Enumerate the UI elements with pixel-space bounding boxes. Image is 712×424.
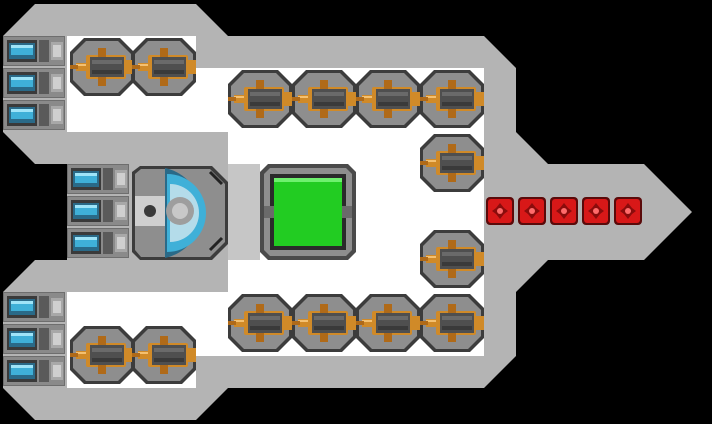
core-module-icon[interactable] [260,164,356,260]
hangar-dome-icon[interactable] [132,166,228,260]
corridor [228,164,260,260]
mines[interactable] [486,197,642,225]
